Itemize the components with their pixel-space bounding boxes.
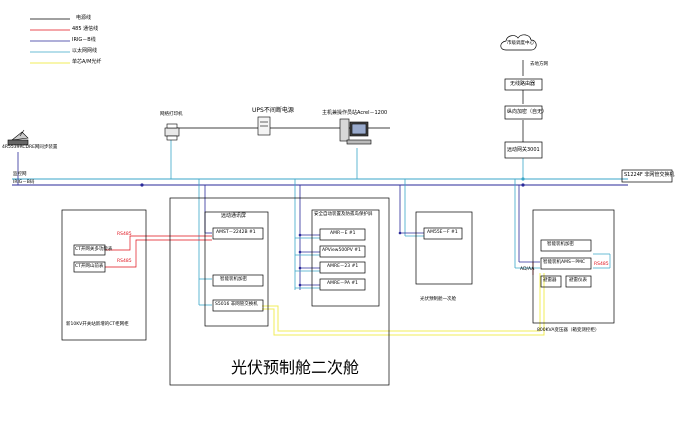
left-panel-caption: 新10KV开关站新增的CT柜网柜 [66, 322, 129, 327]
bus-label-monitor: 监控网 [13, 172, 27, 177]
legend-power: 电源线 [76, 15, 92, 21]
protect-item-1: AMR－E #1 [330, 231, 356, 236]
legend-ethernet: 以太网网线 [72, 48, 98, 54]
right-panel-caption: 800KVA变压器（箱变测控柜） [537, 328, 600, 333]
right-item-1: 智能装机加密 [547, 242, 574, 247]
ups-label: UPS不间断电源 [252, 107, 294, 114]
comm-panel-title: 远动通讯屏 [221, 213, 247, 219]
left-device-2: CT开网山前表 [75, 264, 104, 269]
ups-icon [257, 116, 271, 136]
gps-device-label: 4R5539RCDRE网同步装置 [2, 145, 58, 150]
bus-label-irig: IRIG－B码 [13, 180, 35, 185]
left-device-1: CT开网关多功能表 [75, 247, 113, 252]
protect-panel-title: 安全自动装置及防孤岛保护屏 [314, 212, 373, 217]
rs485-label-b: RS485 [117, 259, 132, 264]
legend-rs485: 485 通信线 [72, 26, 99, 32]
longitudinal-encryption: 纵向加密（自无） [507, 109, 548, 115]
legend-lines [30, 18, 70, 64]
workstation-label: 主机兼操作员站Acrel－1200 [322, 110, 388, 116]
dispatch-center-label: 市级调度中心 [507, 41, 534, 46]
gps-antenna-icon [7, 129, 29, 146]
transmit-label: 去地方网 [530, 62, 548, 67]
right-item-4: 避雷仪表 [569, 278, 587, 283]
comm-item-2: 智能装机加密 [220, 277, 247, 282]
right-item-3: 避雷器 [543, 278, 557, 283]
protect-item-3: AMRE－23 #1 [327, 264, 359, 269]
legend-irig: IRIG－B线 [72, 37, 96, 43]
mid-panel-caption: 光伏预制舱一次舱 [420, 297, 456, 302]
protect-item-2: APView500PV #1 [322, 248, 361, 253]
comm-item-1: AMST－2242B #1 [216, 230, 256, 235]
switch-main-label: S1224F 非网管交换机 [624, 172, 675, 178]
printer-label: 网络打印机 [160, 112, 183, 117]
mid-device: AM55E－F #1 [427, 230, 458, 235]
comm-item-3: S5016 非网管交换机 [215, 302, 258, 307]
main-panel-title: 光伏预制舱二次舱 [231, 358, 360, 377]
wireless-router: 无线路由器 [510, 81, 536, 87]
remote-gateway: 远动网关3001 [507, 147, 540, 153]
legend-fiber: 单芯A/M光纤 [72, 59, 102, 65]
right-ad-label: AD/AA [520, 267, 535, 272]
right-rs485-label: RS485 [594, 262, 609, 267]
right-item-2: 智能装机AMS－PMC [543, 260, 586, 265]
printer-icon [164, 123, 180, 141]
rs485-label-a: RS485 [117, 232, 132, 237]
protect-item-4: AMRE－PA #1 [327, 281, 358, 286]
workstation-icon [339, 118, 372, 145]
dispatch-cloud [500, 34, 537, 51]
